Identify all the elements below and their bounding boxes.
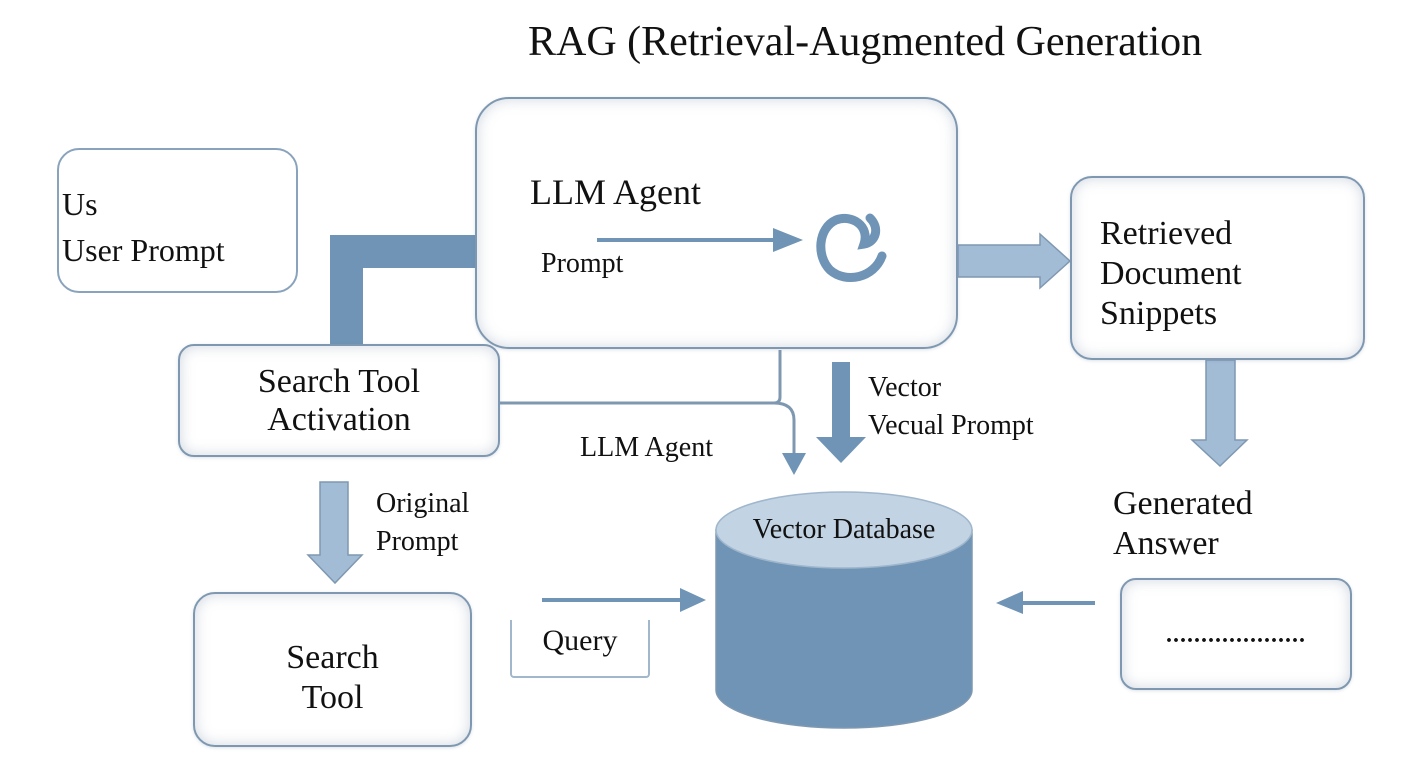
llm-agent-title: LLM Agent	[530, 172, 701, 212]
arrow-retrieved-to-answer	[1190, 359, 1249, 468]
vector-database-cylinder	[715, 491, 973, 729]
label-original: Original	[376, 488, 470, 519]
label-original-prompt: Prompt	[376, 526, 459, 557]
search-tool-line2: Tool	[301, 679, 364, 716]
arrow-llm-to-retrieved	[957, 232, 1072, 290]
label-query: Query	[542, 624, 618, 657]
retrieved-line2: Document	[1100, 255, 1242, 292]
arrow-vector-prompt	[816, 362, 866, 463]
user-prompt-node[interactable]	[57, 148, 298, 293]
search-activation-line1: Search Tool	[257, 363, 421, 400]
connector-llm-to-db	[500, 350, 782, 405]
diagram-title: RAG (Retrieval-Augmented Generation	[528, 19, 1203, 65]
search-tool-node[interactable]	[193, 592, 472, 747]
query-label-box	[510, 620, 650, 678]
llm-internal-arrow	[597, 228, 803, 252]
label-vector: Vector	[868, 372, 942, 403]
user-prompt-line2: User Prompt	[62, 232, 225, 268]
connector-activation-to-llm	[330, 235, 478, 345]
arrowhead-to-db	[782, 453, 806, 475]
spiral-icon	[816, 213, 887, 282]
retrieved-snippets-node[interactable]	[1070, 176, 1365, 360]
retrieved-line1: Retrieved	[1100, 215, 1233, 252]
arrow-answer-head	[996, 591, 1023, 614]
retrieved-line3: Snippets	[1100, 295, 1218, 332]
search-activation-node[interactable]	[178, 344, 500, 457]
generated-answer-line1: Generated	[1113, 485, 1253, 522]
arrow-activation-to-search-tool	[306, 481, 364, 585]
generated-answer-content: ....................	[1166, 622, 1306, 648]
arrow-query-head	[680, 588, 706, 612]
generated-answer-node[interactable]	[1120, 578, 1352, 690]
label-vecual-prompt: Vecual Prompt	[868, 410, 1034, 441]
generated-answer-line2: Answer	[1113, 525, 1219, 562]
connector-activation-to-db	[773, 401, 796, 455]
search-activation-line2: Activation	[267, 401, 411, 438]
llm-agent-prompt-label: Prompt	[541, 248, 624, 279]
vector-database-label: Vector Database	[752, 514, 936, 545]
user-prompt-line1: Us	[62, 186, 98, 222]
label-llm-agent-edge: LLM Agent	[580, 432, 713, 463]
search-tool-line1: Search	[286, 639, 379, 676]
